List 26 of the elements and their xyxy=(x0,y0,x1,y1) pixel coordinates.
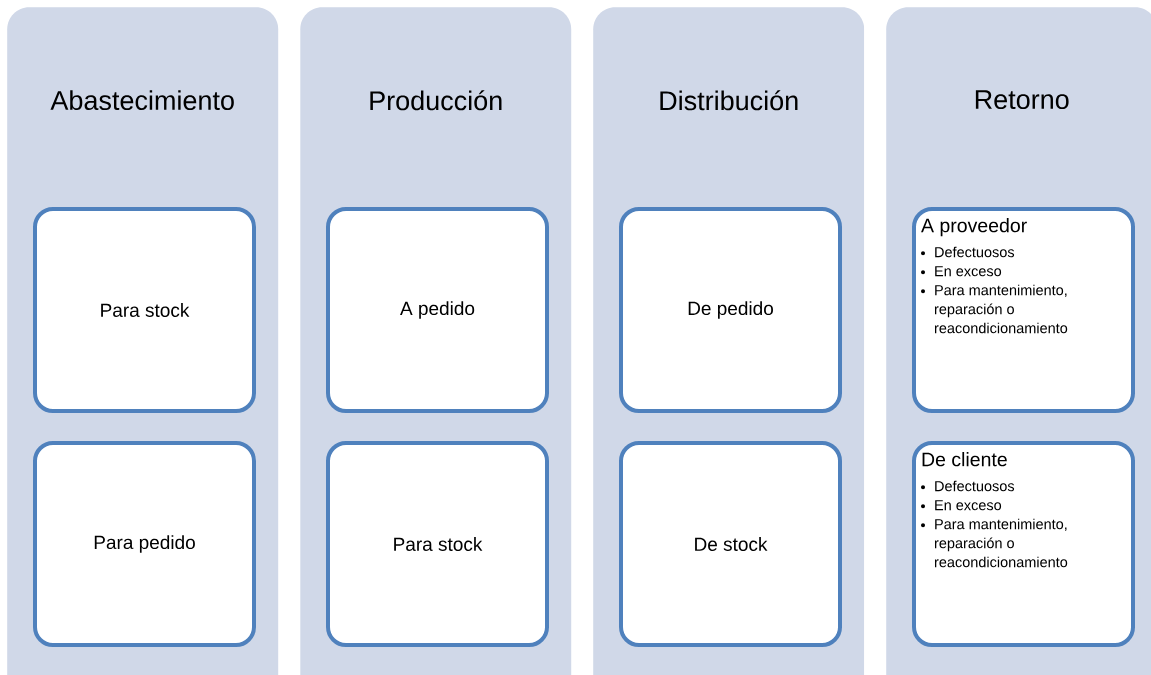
bullet-item: Para mantenimiento, reparación o reacondicionamiento xyxy=(934,284,1068,334)
box-text: Para stock xyxy=(394,537,483,551)
content-box xyxy=(619,441,842,647)
bullet-item: En exceso xyxy=(935,500,1002,511)
box-heading: De cliente xyxy=(922,452,1007,467)
bullet-item: Defectuosos xyxy=(935,480,1015,492)
content-box xyxy=(326,441,549,647)
content-box xyxy=(912,207,1135,413)
box-text: De stock xyxy=(695,537,768,551)
content-box xyxy=(912,441,1135,647)
content-box xyxy=(326,207,549,413)
content-box xyxy=(33,441,256,647)
box-text: De pedido xyxy=(688,301,773,319)
box-text: A pedido xyxy=(400,301,475,319)
bullet-item: Defectuosos xyxy=(935,246,1015,258)
column-heading: Producción xyxy=(370,90,502,111)
column-heading: Distribución xyxy=(660,90,798,111)
column-heading: Abastecimiento xyxy=(50,90,234,111)
content-box xyxy=(619,207,842,413)
bullet-item: Para mantenimiento, reparación o reacondicionamiento xyxy=(934,518,1068,568)
bullet-item: En exceso xyxy=(935,266,1002,277)
column-heading: Retorno xyxy=(975,90,1069,110)
box-heading: A proveedor xyxy=(921,218,1027,237)
box-text: Para pedido xyxy=(94,535,195,553)
content-box xyxy=(33,207,256,413)
box-text: Para stock xyxy=(101,303,190,317)
